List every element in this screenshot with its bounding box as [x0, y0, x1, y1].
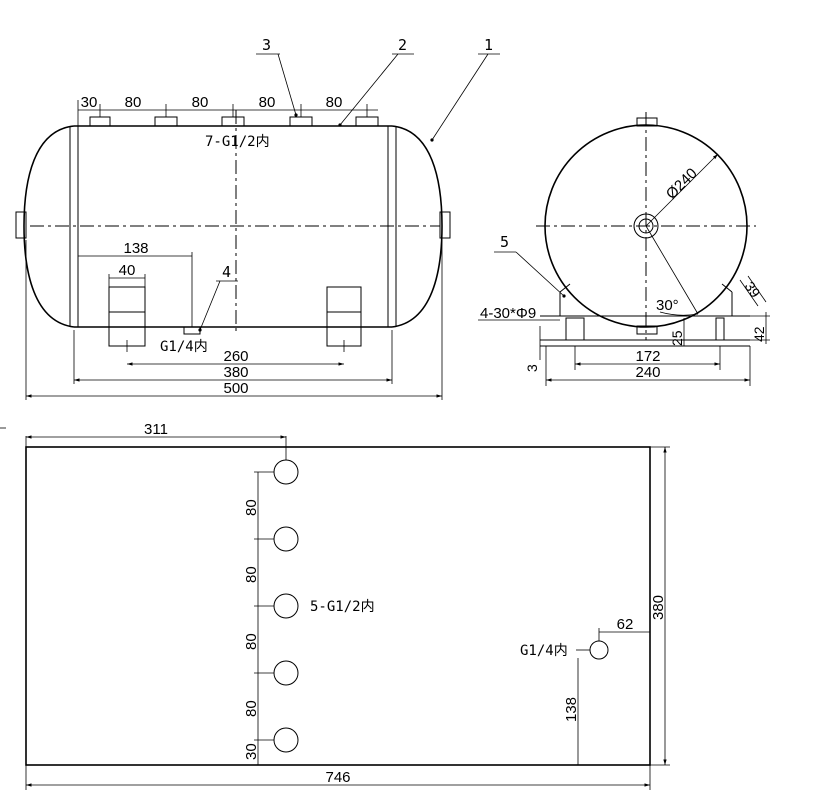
dim-138-front: 138: [123, 240, 148, 257]
spacing-80a: 80: [243, 499, 260, 516]
spacing-80b: 80: [243, 566, 260, 583]
plan-outline: [25, 446, 651, 766]
spacing-80d: 80: [243, 700, 260, 717]
nozzle-hole: [273, 593, 299, 619]
dim-3: 3: [524, 364, 540, 372]
top-nozzle: [221, 116, 245, 127]
dim-top-80b: 80: [192, 94, 209, 111]
dim-top-80a: 80: [125, 94, 142, 111]
top-nozzle: [289, 116, 313, 127]
nozzle-hole: [273, 459, 299, 485]
top-nozzle: [154, 116, 178, 127]
callout-2: 2: [398, 36, 407, 54]
callout-5: 5: [500, 233, 509, 251]
dim-top-80d: 80: [326, 94, 343, 111]
holes-note: 4-30*Φ9: [480, 305, 536, 322]
dim-62: 62: [617, 616, 634, 633]
dim-top-30: 30: [81, 94, 98, 111]
plan-view: 311 80 80 80 80 30 5-G1/2内 G1/4内 62 138: [0, 421, 670, 790]
dim-138-plan: 138: [563, 697, 580, 722]
drain-note-front: G1/4内: [160, 339, 208, 355]
plan-nozzle-note: 5-G1/2内: [310, 599, 375, 615]
dim-39: 39: [742, 279, 764, 301]
front-view: 30 80 80 80 80 7-G1/2内 1 2 3 4 138 40 G1…: [15, 36, 500, 400]
callout-3: 3: [262, 36, 271, 54]
dim-500: 500: [223, 380, 248, 397]
top-nozzle: [355, 116, 379, 127]
left-head: [23, 125, 75, 328]
callout-4: 4: [222, 263, 231, 281]
dim-172: 172: [635, 348, 660, 365]
dim-380-plan: 380: [650, 595, 667, 620]
drain-nozzle: [183, 326, 201, 335]
right-head: [391, 125, 443, 328]
top-nozzle: [89, 116, 111, 127]
drain-hole: [589, 640, 609, 660]
side-saddle: [540, 283, 750, 347]
side-view: Ø240 30° 5 4-30*Φ9 39 42 25 3 172: [478, 112, 770, 386]
dim-746: 746: [325, 769, 350, 786]
dim-260: 260: [223, 348, 248, 365]
saddle-left: [108, 286, 146, 347]
spacing-80c: 80: [243, 633, 260, 650]
dim-380-front: 380: [223, 364, 248, 381]
callout-1: 1: [484, 36, 493, 54]
diameter-label: Ø240: [663, 165, 701, 203]
nozzle-note: 7-G1/2内: [205, 134, 270, 150]
dim-42: 42: [751, 326, 767, 342]
spacing-30: 30: [243, 743, 260, 760]
plan-drain-note: G1/4内: [520, 643, 568, 659]
nozzle-hole: [273, 660, 299, 686]
angle-label: 30°: [656, 297, 679, 314]
nozzle-hole: [273, 526, 299, 552]
saddle-right: [326, 286, 362, 347]
dim-311: 311: [144, 421, 168, 438]
dim-40: 40: [119, 262, 136, 279]
dim-top-80c: 80: [259, 94, 276, 111]
dim-240: 240: [635, 364, 660, 381]
dim-25: 25: [669, 330, 685, 346]
nozzle-hole: [273, 727, 299, 753]
